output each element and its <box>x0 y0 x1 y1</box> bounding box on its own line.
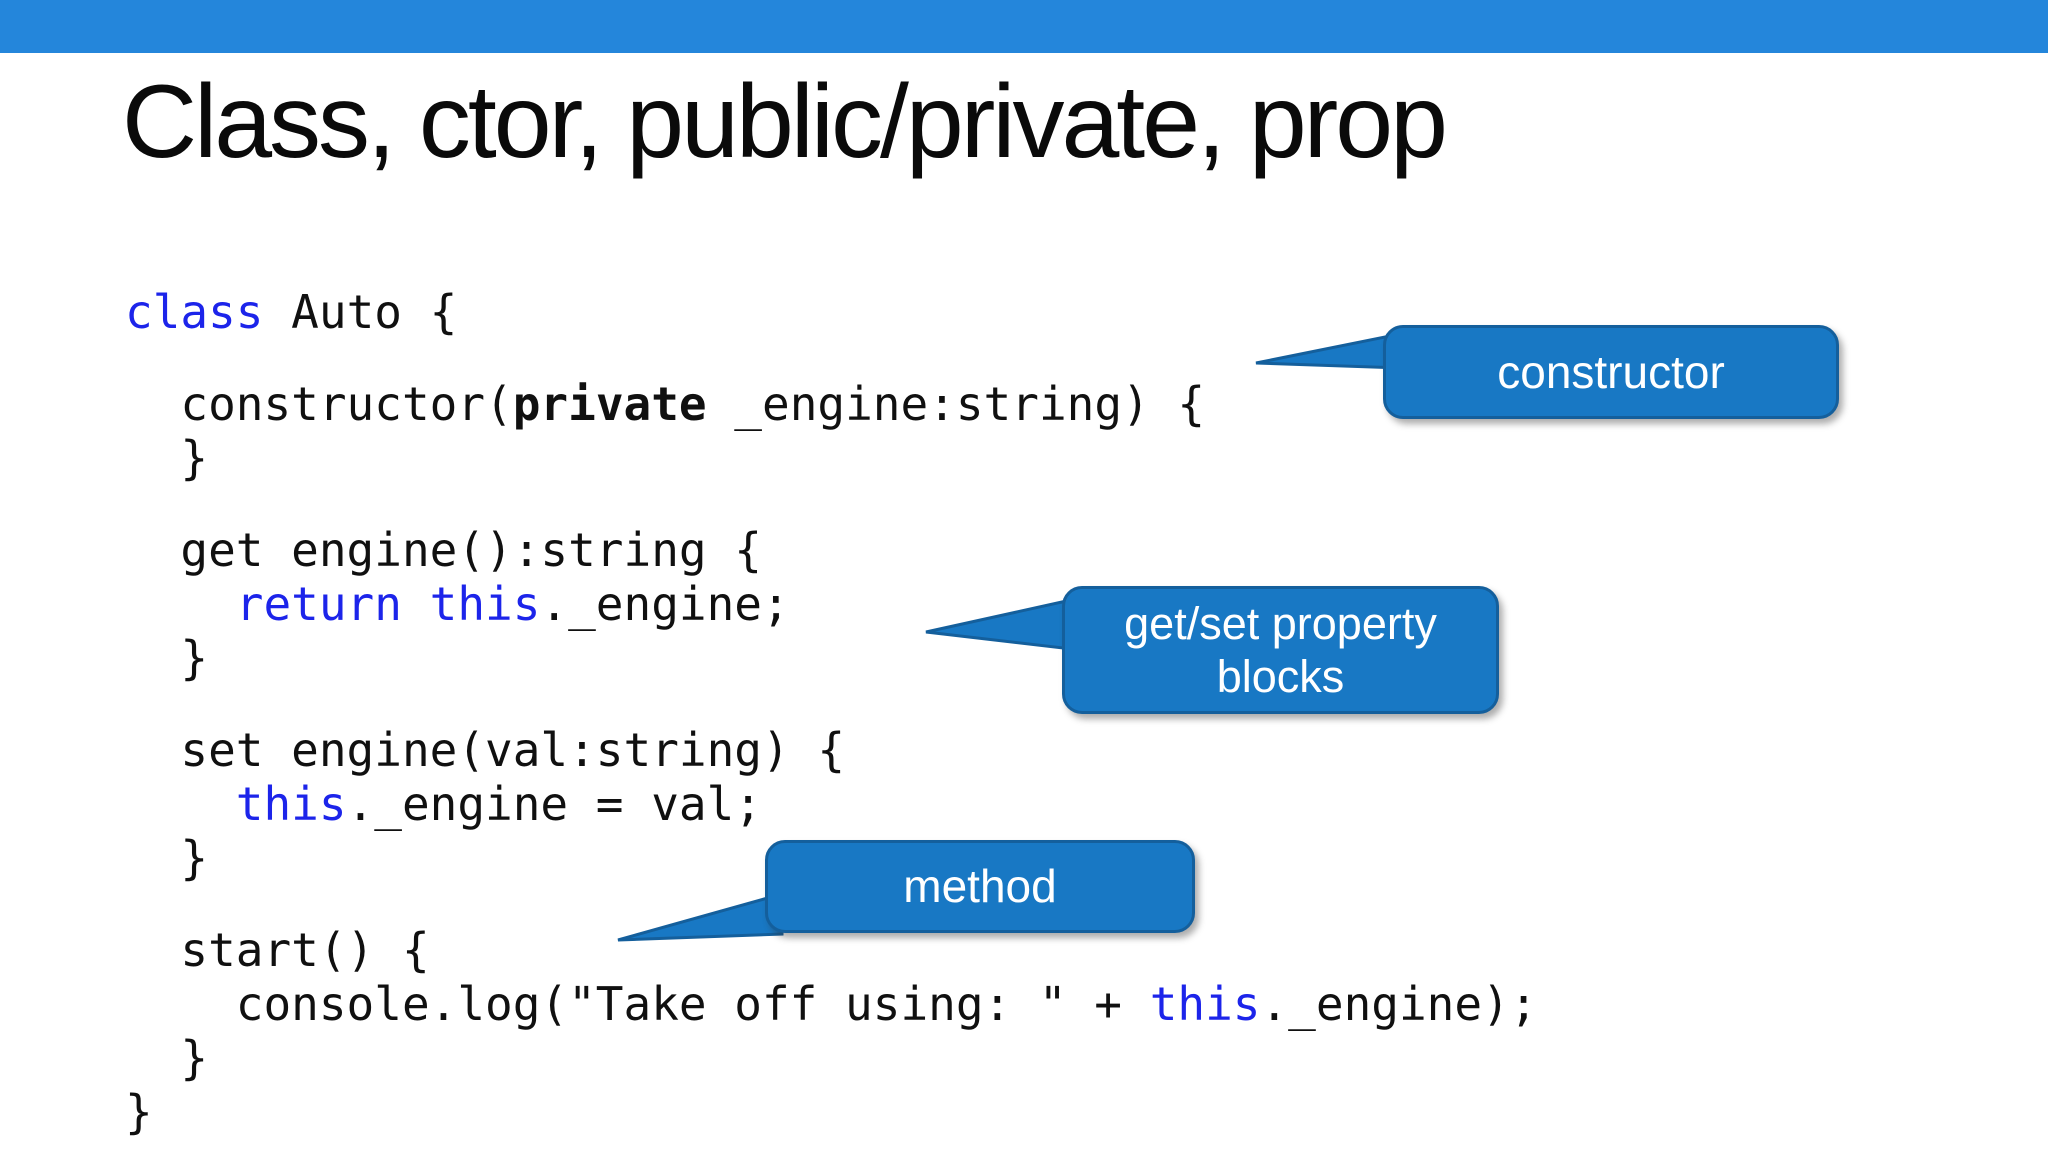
code-text: console.log("Take off using: " + <box>125 977 1150 1031</box>
code-text: ._engine); <box>1260 977 1538 1031</box>
code-text: ._engine = val; <box>346 777 762 831</box>
code-line: start() { <box>125 923 1537 977</box>
code-text <box>125 777 236 831</box>
constructor-callout-label: constructor <box>1497 345 1725 398</box>
constructor-callout: constructor <box>1383 325 1839 419</box>
code-text <box>125 577 236 631</box>
code-line: console.log("Take off using: " + this._e… <box>125 977 1538 1031</box>
code-paragraph: constructor(private _engine:string) { } <box>125 377 1537 485</box>
code-line: } <box>125 831 1537 885</box>
code-text: } <box>125 831 209 885</box>
code-paragraph: get engine():string { return this._engin… <box>125 523 1537 685</box>
code-keyword: class <box>125 285 264 339</box>
code-line: } <box>125 1031 1537 1085</box>
code-text: } <box>125 631 209 685</box>
code-line: } <box>125 1085 1537 1139</box>
code-text: set engine(val:string) { <box>125 723 846 777</box>
code-text: ._engine; <box>540 577 790 631</box>
code-text: private <box>512 377 707 431</box>
code-text: start() { <box>125 923 430 977</box>
code-text: } <box>125 431 209 485</box>
code-line: return this._engine; <box>125 577 1537 631</box>
method-callout: method <box>765 840 1195 933</box>
code-line: set engine(val:string) { <box>125 723 1537 777</box>
code-line: this._engine = val; <box>125 777 1537 831</box>
code-paragraph: class Auto { <box>125 285 1537 339</box>
code-block: class Auto { constructor(private _engine… <box>125 285 1537 1139</box>
code-text: get engine():string { <box>125 523 762 577</box>
getset-callout-label-line2: blocks <box>1216 651 1345 702</box>
getset-property-callout: get/set property blocks <box>1062 586 1499 714</box>
page-title: Class, ctor, public/private, prop <box>122 64 1448 180</box>
code-text: Auto { <box>263 285 458 339</box>
code-text: } <box>125 1085 153 1139</box>
top-accent-bar <box>0 0 2048 53</box>
code-keyword: this <box>235 777 347 831</box>
method-callout-label: method <box>903 860 1057 912</box>
code-paragraph: start() { console.log("Take off using: "… <box>125 923 1537 1139</box>
code-keyword: this <box>1149 977 1261 1031</box>
code-text: _engine:string) { <box>706 377 1206 431</box>
code-line: constructor(private _engine:string) { <box>125 377 1537 431</box>
code-text: } <box>125 1031 209 1085</box>
code-line: } <box>125 631 1537 685</box>
code-paragraph: set engine(val:string) { this._engine = … <box>125 723 1537 885</box>
code-text: constructor( <box>125 377 513 431</box>
code-keyword: return this <box>235 577 541 631</box>
code-line: get engine():string { <box>125 523 1537 577</box>
code-line: class Auto { <box>125 285 1537 339</box>
code-line: } <box>125 431 1537 485</box>
getset-callout-label-line1: get/set property <box>1124 598 1437 649</box>
